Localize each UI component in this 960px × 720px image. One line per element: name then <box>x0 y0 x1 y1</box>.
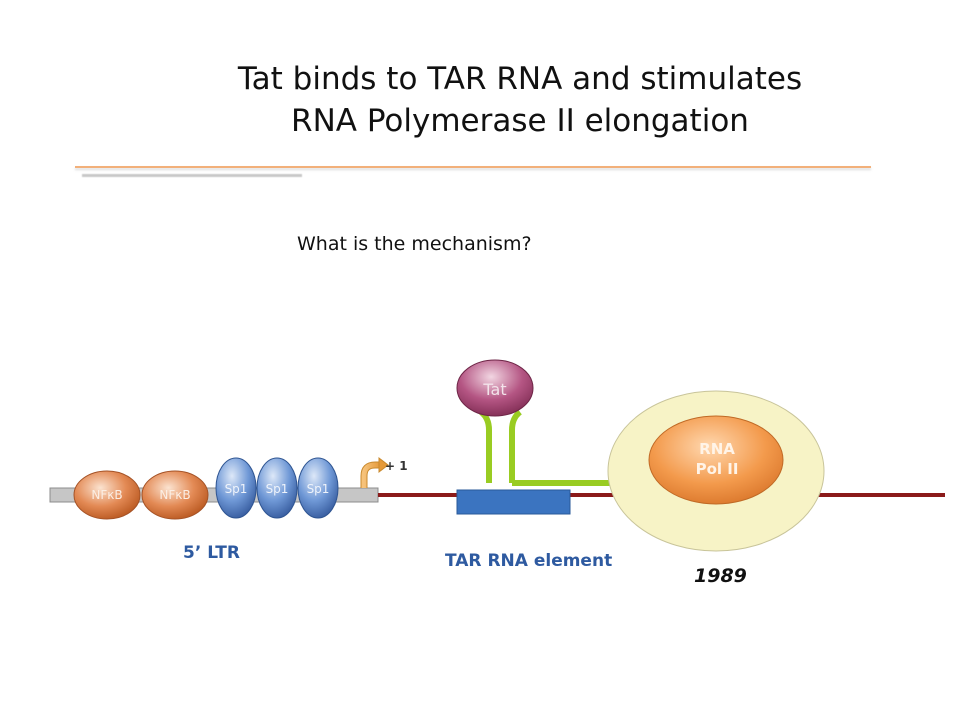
tat-label: Tat <box>482 380 506 399</box>
title-line-1: Tat binds to TAR RNA and stimulates <box>237 61 803 97</box>
sp1-oval-2 <box>256 457 298 519</box>
pol-ii-core <box>648 415 784 505</box>
sp1-oval-1 <box>215 457 257 519</box>
tar-stem-left <box>479 409 492 483</box>
nfkb-label-2: NFκB <box>159 488 190 502</box>
title-underline-shadow <box>82 174 302 177</box>
tss-arrow-head <box>378 456 389 474</box>
nfkb-label-1: NFκB <box>91 488 122 502</box>
nfkb-oval-1 <box>73 470 141 520</box>
tar-label: TAR RNA element <box>445 551 612 571</box>
pol-label-line-1: RNA <box>699 440 735 458</box>
slide-title: Tat binds to TAR RNA and stimulates RNA … <box>130 58 910 142</box>
title-line-2: RNA Polymerase II elongation <box>291 103 749 139</box>
tar-element-box <box>456 489 571 515</box>
question-text: What is the mechanism? <box>297 233 532 255</box>
tar-stem-right <box>509 409 522 483</box>
sp1-label-1: Sp1 <box>225 482 248 496</box>
year-label: 1989 <box>694 565 747 587</box>
sp1-label-3: Sp1 <box>307 482 330 496</box>
sp1-label-2: Sp1 <box>266 482 289 496</box>
tat-protein <box>456 359 534 417</box>
nfkb-oval-2 <box>141 470 209 520</box>
ltr-label: 5’ LTR <box>183 543 240 563</box>
title-underline <box>75 166 871 168</box>
tss-arrow-shaft <box>361 462 380 488</box>
sp1-oval-3 <box>297 457 339 519</box>
tss-label: + 1 <box>385 459 408 473</box>
pol-label-line-2: Pol II <box>696 460 739 478</box>
